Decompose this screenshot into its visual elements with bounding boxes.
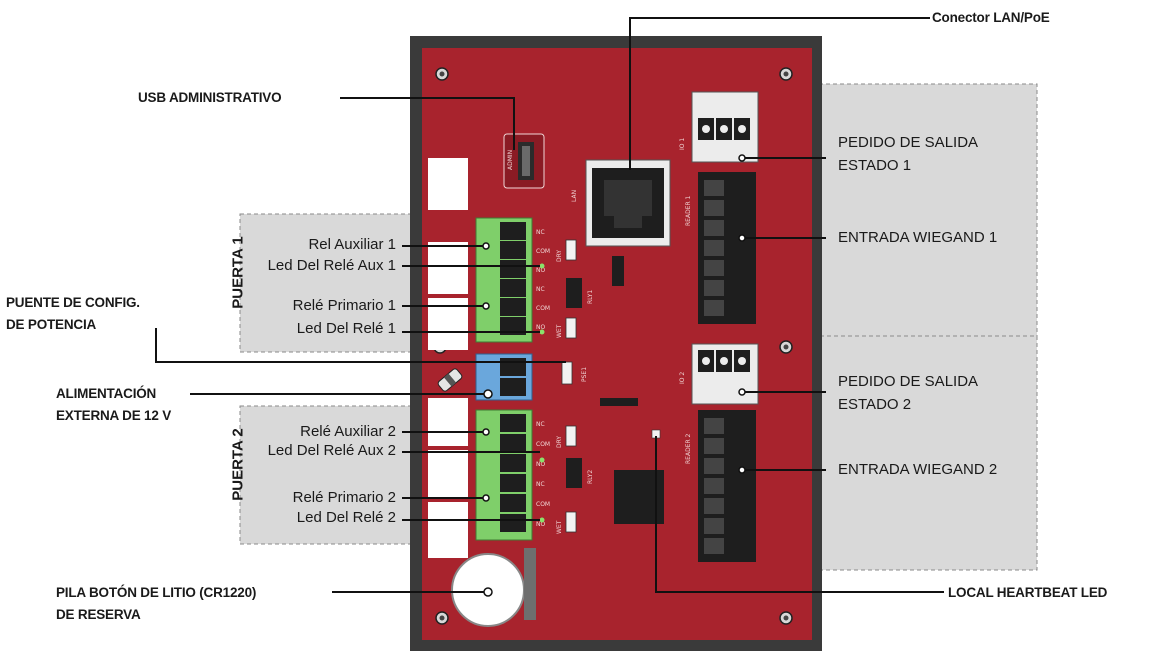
- label-usb: USB ADMINISTRATIVO: [138, 90, 282, 105]
- io2-text: IO 2: [679, 372, 686, 384]
- leader-heartbeat: [655, 436, 944, 593]
- label-strip: [428, 398, 468, 446]
- leader-dots: [482, 154, 746, 597]
- label-puente-line2: DE POTENCIA: [6, 317, 97, 332]
- leader-usb: [340, 97, 515, 150]
- label-wiegand2: ENTRADA WIEGAND 2: [838, 461, 998, 478]
- label-pedido1-line2: ESTADO 1: [838, 157, 912, 174]
- label-rele-prim1: Relé Primario 1: [292, 297, 396, 314]
- label-pedido1-line1: PEDIDO DE SALIDA: [838, 134, 979, 151]
- label-strip: [428, 158, 468, 210]
- label-led-rele2: Led Del Relé 2: [296, 509, 396, 526]
- label-led-aux2: Led Del Relé Aux 2: [267, 442, 396, 459]
- dip-switch: [565, 239, 577, 261]
- led-icon: [539, 457, 545, 463]
- lan-port: [585, 159, 671, 247]
- rly1-text: RLY1: [587, 290, 594, 304]
- wet-text: WET: [556, 324, 563, 338]
- io1-terminal: [691, 91, 759, 163]
- no-text: NO: [536, 461, 545, 468]
- dip-switch: [565, 317, 577, 339]
- nc-text: NC: [536, 229, 545, 236]
- com-text: COM: [536, 248, 550, 255]
- label-rele-aux2: Relé Auxiliar 2: [300, 423, 396, 440]
- leader-puente: [155, 328, 566, 363]
- label-rele-prim2: Relé Primario 2: [292, 489, 396, 506]
- relay-jumper: [566, 458, 582, 488]
- label-alim-line1: ALIMENTACIÓN: [56, 386, 157, 401]
- pse1-text: PSE1: [581, 367, 588, 382]
- screw-icon: [435, 67, 449, 81]
- reader1-terminal: [698, 172, 756, 324]
- led-icon: [539, 329, 545, 335]
- reader2-terminal: [698, 410, 756, 562]
- fuse-icon: [437, 368, 463, 392]
- label-strip: [428, 502, 468, 558]
- dip-switch: [565, 425, 577, 447]
- power-jumper: [561, 361, 573, 385]
- label-heartbeat: LOCAL HEARTBEAT LED: [948, 585, 1108, 600]
- header-pins: [600, 398, 638, 406]
- battery-clip: [524, 548, 536, 620]
- label-led-aux1: Led Del Relé Aux 1: [267, 257, 396, 274]
- label-alim-line2: EXTERNA DE 12 V: [56, 408, 172, 423]
- com-text: COM: [536, 305, 550, 312]
- nc-text: NC: [536, 286, 545, 293]
- label-pila-line2: DE RESERVA: [56, 607, 141, 622]
- nc-text: NC: [536, 421, 545, 428]
- leader-lines: [155, 17, 944, 593]
- screw-icon: [435, 611, 449, 625]
- led-icon: [539, 517, 545, 523]
- dip-switch: [565, 511, 577, 533]
- reader2-text: READER 2: [685, 433, 692, 464]
- admin-text: ADMIN: [507, 150, 514, 170]
- label-wiegand1: ENTRADA WIEGAND 1: [838, 229, 998, 246]
- label-pedido2-line2: ESTADO 2: [838, 396, 912, 413]
- screw-icon: [779, 611, 793, 625]
- header-pins: [612, 256, 624, 286]
- label-rel-aux1: Rel Auxiliar 1: [308, 236, 396, 253]
- relay-jumper: [566, 278, 582, 308]
- com-text: COM: [536, 501, 550, 508]
- lan-port-text: LAN: [571, 190, 578, 202]
- io1-text: IO 1: [679, 138, 686, 150]
- usb-port: [503, 133, 545, 189]
- dry-text: DRY: [556, 436, 563, 448]
- reader1-text: READER 1: [685, 195, 692, 226]
- screw-icon: [779, 340, 793, 354]
- com-text: COM: [536, 441, 550, 448]
- led-icon: [539, 263, 545, 269]
- label-strip: [428, 242, 468, 294]
- label-led-rele1: Led Del Relé 1: [296, 320, 396, 337]
- screw-icon: [779, 67, 793, 81]
- dry-text: DRY: [556, 250, 563, 262]
- label-pila-line1: PILA BOTÓN DE LITIO (CR1220): [56, 585, 257, 600]
- no-text: NO: [536, 324, 545, 331]
- rly2-text: RLY2: [587, 470, 594, 484]
- no-text: NO: [536, 521, 545, 528]
- label-puente-line1: PUENTE DE CONFIG.: [6, 295, 140, 310]
- leader-lan: [629, 17, 930, 170]
- nc-text: NC: [536, 481, 545, 488]
- io2-terminal: [691, 343, 759, 405]
- label-lan: Conector LAN/PoE: [932, 10, 1050, 25]
- no-text: NO: [536, 267, 545, 274]
- label-strip: [428, 450, 468, 498]
- wet-text: WET: [556, 520, 563, 534]
- terminal-block-puerta1: [475, 217, 533, 343]
- label-pedido2-line1: PEDIDO DE SALIDA: [838, 373, 979, 390]
